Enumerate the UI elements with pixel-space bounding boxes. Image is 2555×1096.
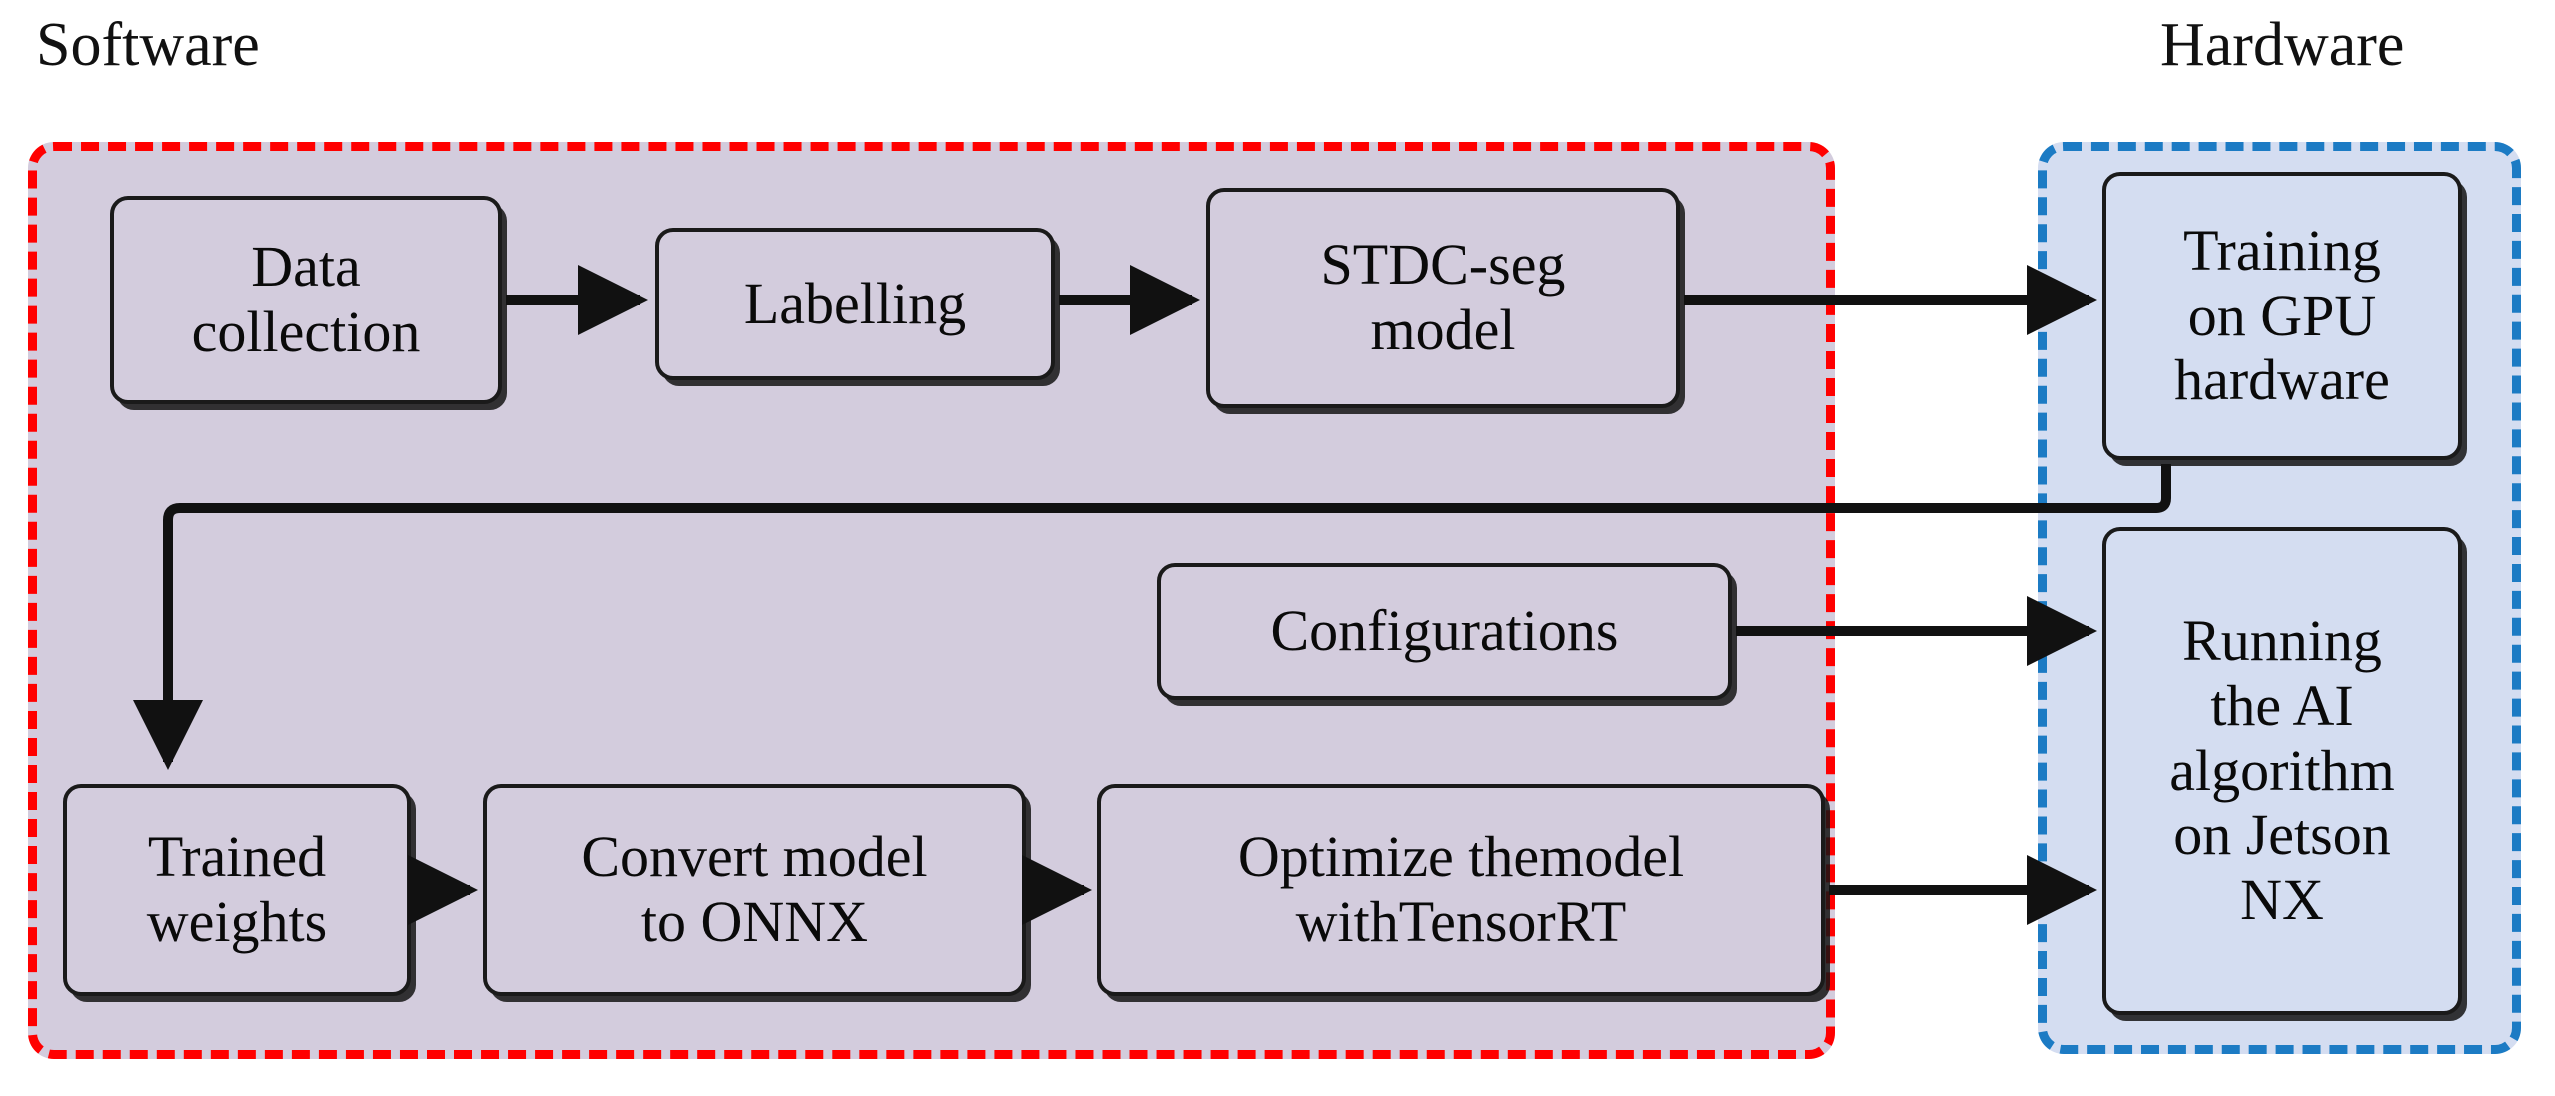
software-section-label: Software bbox=[36, 11, 260, 79]
node-training-on-gpu-hardware[interactable]: Training on GPU hardware bbox=[2102, 172, 2462, 460]
node-convert-model-to-onnx[interactable]: Convert model to ONNX bbox=[483, 784, 1026, 996]
node-labelling[interactable]: Labelling bbox=[655, 228, 1055, 380]
hardware-section-label: Hardware bbox=[2160, 11, 2405, 79]
node-running-ai-algorithm-on-jetson-nx[interactable]: Running the AI algorithm on Jetson NX bbox=[2102, 527, 2462, 1015]
node-configurations[interactable]: Configurations bbox=[1157, 563, 1732, 700]
node-optimize-model-with-tensorrt[interactable]: Optimize themodel withTensorRT bbox=[1097, 784, 1825, 996]
node-data-collection[interactable]: Data collection bbox=[110, 196, 502, 404]
node-stdc-seg-model[interactable]: STDC-seg model bbox=[1206, 188, 1680, 408]
node-trained-weights[interactable]: Trained weights bbox=[63, 784, 411, 996]
